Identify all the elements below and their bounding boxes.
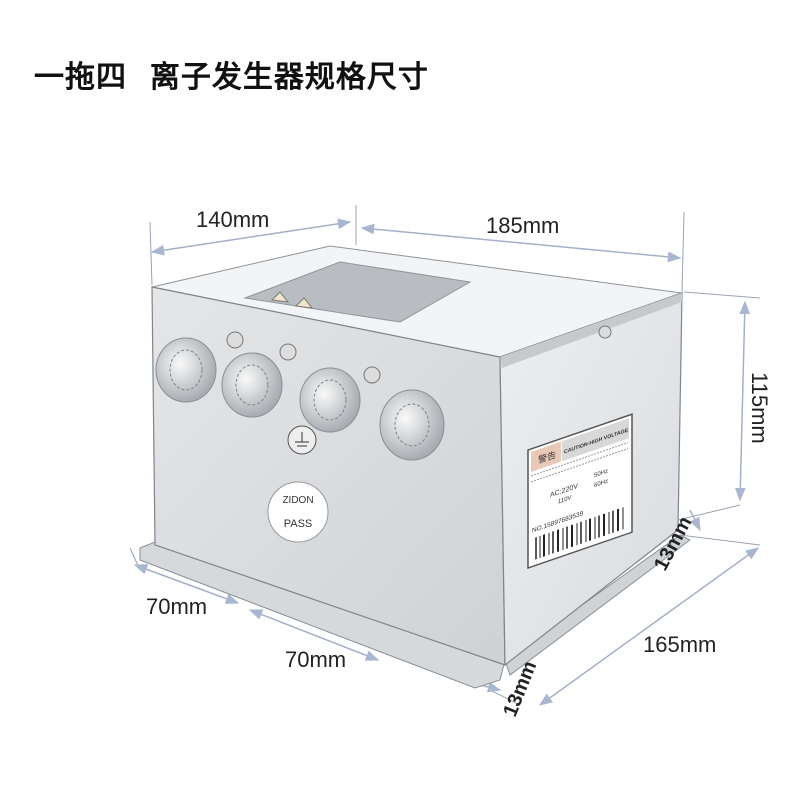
- ground-terminal-icon: [287, 425, 317, 455]
- barcode: [535, 507, 624, 560]
- output-connectors: [155, 331, 445, 461]
- label-voltage-2: 110V: [558, 494, 572, 506]
- connector: [379, 389, 445, 461]
- lid-lip: [500, 293, 682, 368]
- badge-text: PASS: [284, 518, 313, 530]
- dim-label-115: 115mm: [747, 372, 772, 444]
- connector: [221, 343, 297, 418]
- warning-label: 警告 CAUTION-HIGH VOLTAGE AC:220V 110V 50H…: [527, 413, 633, 570]
- connector: [155, 331, 244, 403]
- dim-label-185: 185mm: [486, 213, 559, 238]
- dim-line-13a: [689, 509, 701, 532]
- top-nameplate: [243, 261, 472, 323]
- dim-line-185: [360, 223, 682, 263]
- warning-triangle-icon: [294, 297, 314, 309]
- screw-icon: [598, 325, 612, 339]
- pass-badge: ZIDON PASS: [267, 481, 329, 543]
- dim-line-70a: [133, 564, 240, 604]
- dim-line-70b: [248, 609, 380, 661]
- dim-line-115: [734, 300, 751, 502]
- page-title: 一拖四 离子发生器规格尺寸: [34, 60, 429, 95]
- dim-label-140: 140mm: [196, 207, 269, 232]
- dim-label-165: 165mm: [643, 632, 716, 657]
- dim-line-165: [538, 547, 760, 706]
- dim-label-13-front: 13mm: [499, 658, 541, 720]
- base-flange-right: [504, 534, 691, 676]
- dim-line-140: [150, 218, 352, 256]
- label-freq-1: 50Hz: [594, 468, 608, 480]
- dim-label-70b: 70mm: [285, 647, 346, 672]
- label-freq-2: 60Hz: [594, 478, 608, 490]
- warning-triangle-icon: [270, 291, 290, 303]
- dim-label-70a: 70mm: [146, 594, 207, 619]
- dimension-lines: [133, 218, 760, 706]
- badge-brand: ZIDON: [282, 495, 313, 506]
- connector: [299, 366, 381, 433]
